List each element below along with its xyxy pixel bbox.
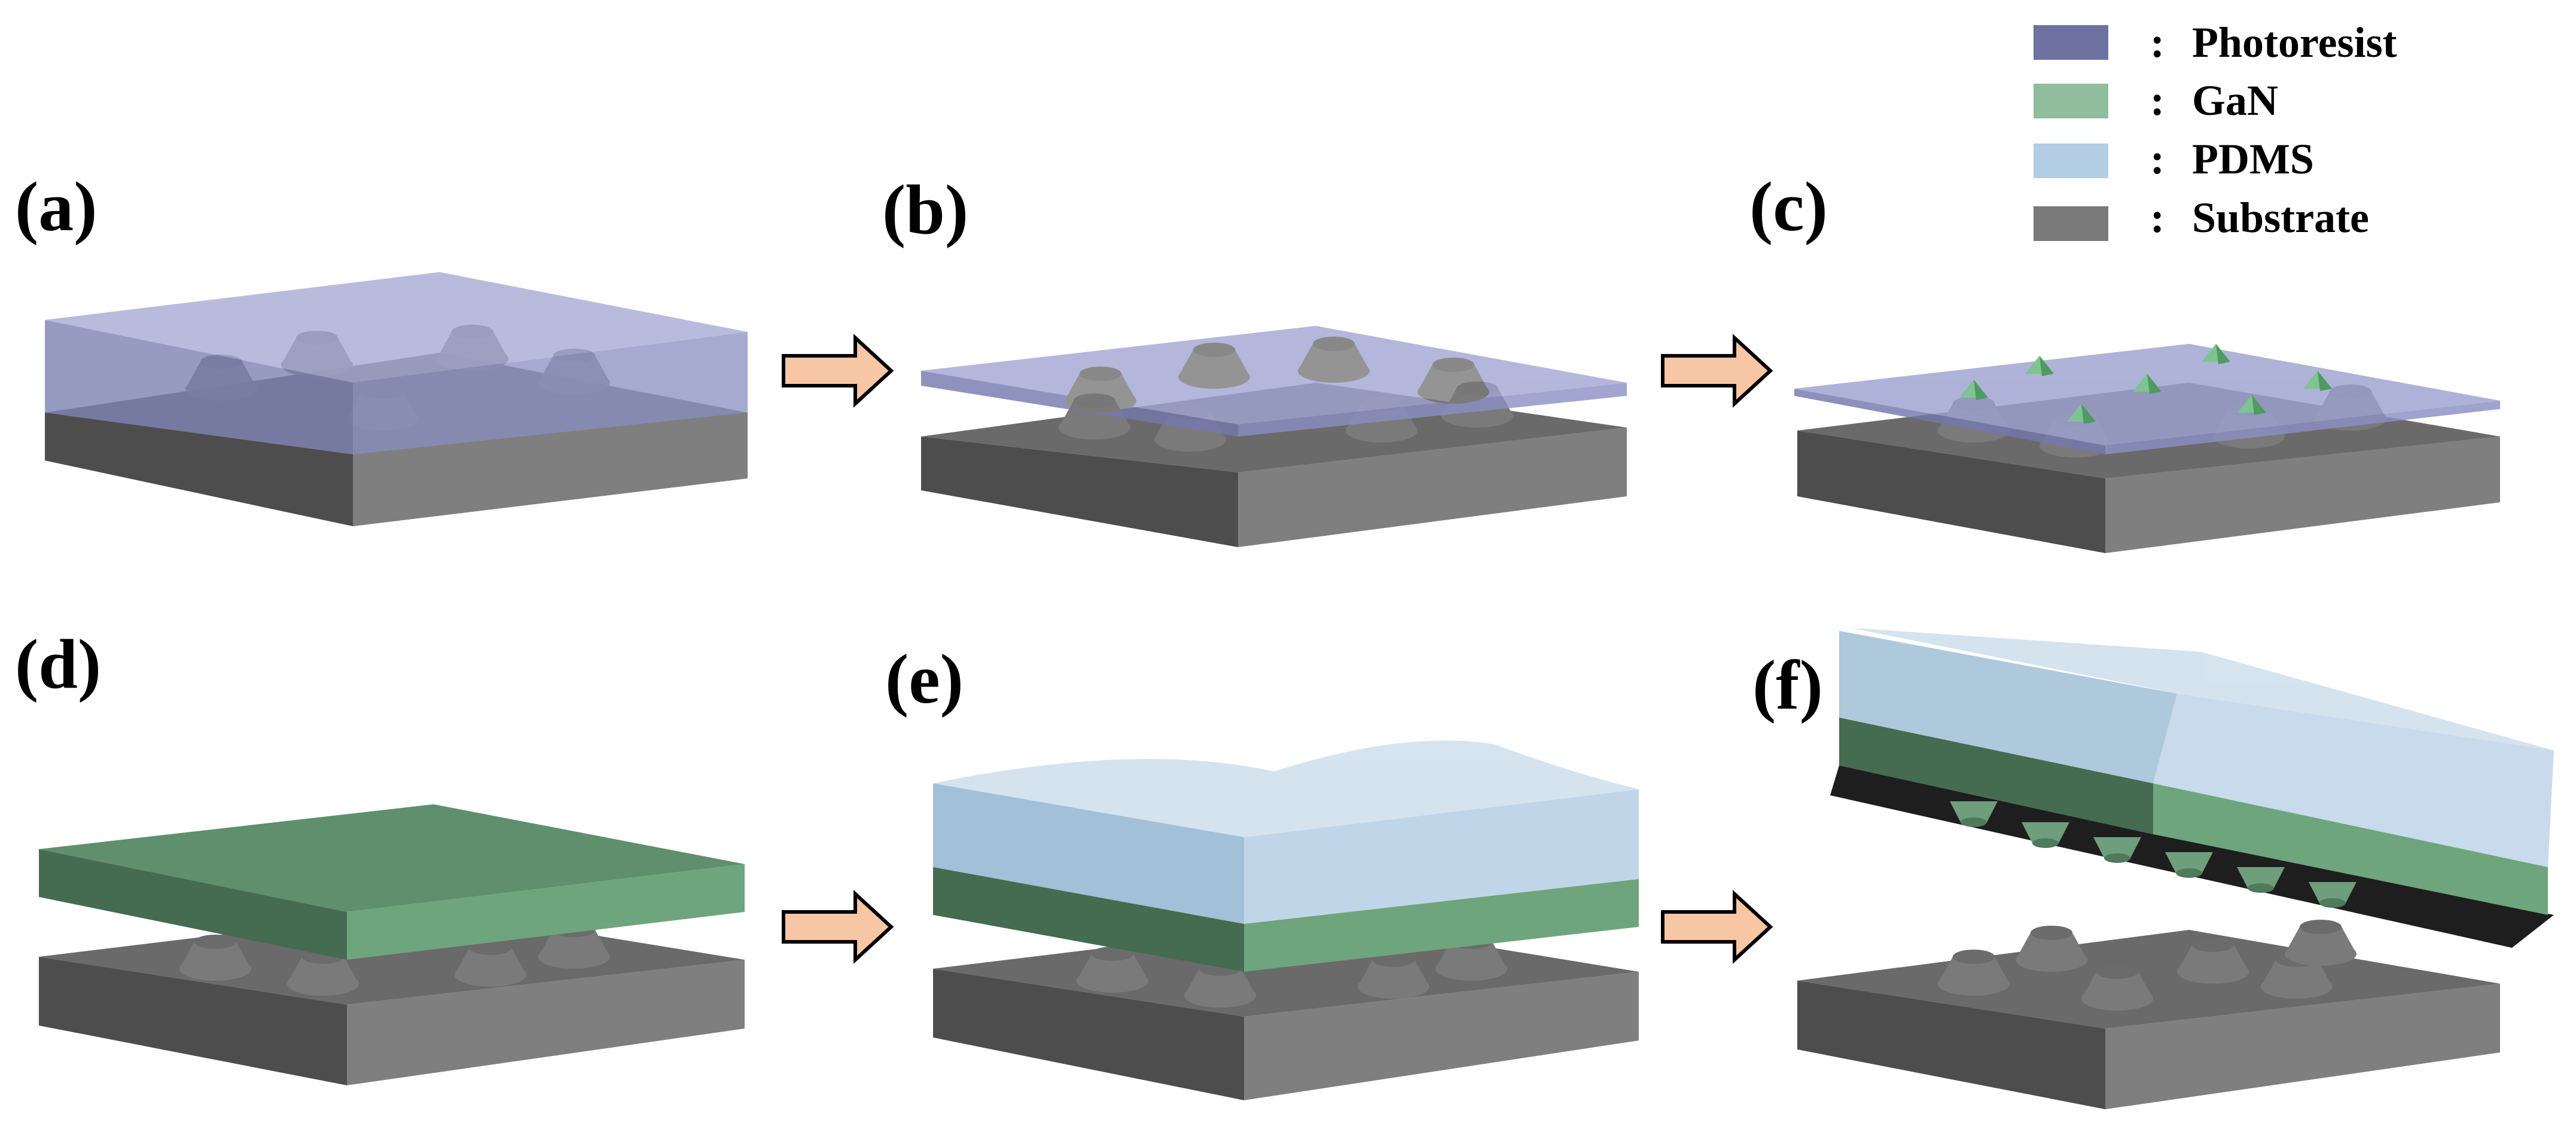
legend-separator: : <box>2150 194 2165 242</box>
arrow-d-to-e <box>782 890 894 964</box>
photoresist-layer <box>921 326 1627 437</box>
panel-b-label: (b) <box>882 170 968 249</box>
substrate <box>1797 930 2500 1109</box>
pdms-layer <box>933 740 1639 924</box>
panel-a: (a) <box>15 167 748 526</box>
panel-d: (d) <box>15 625 745 1085</box>
panel-d-label: (d) <box>15 625 101 703</box>
legend-swatch-photoresist <box>2034 25 2108 60</box>
legend-item-gan: : GaN <box>2034 77 2278 124</box>
arrow-b-to-c <box>1661 334 1773 408</box>
panel-a-label: (a) <box>15 167 97 246</box>
legend-label-pdms: PDMS <box>2192 135 2314 183</box>
gan-layer <box>933 867 1639 972</box>
panel-f: (f) <box>1752 628 2554 1109</box>
photoresist-layer <box>45 272 748 454</box>
arrow-e-to-f <box>1661 890 1773 964</box>
legend-separator: : <box>2150 77 2165 124</box>
legend-label-substrate: Substrate <box>2192 194 2369 242</box>
legend-label-gan: GaN <box>2192 77 2278 124</box>
lifted-stack <box>1830 628 2554 948</box>
panel-f-label: (f) <box>1752 646 1823 724</box>
legend-separator: : <box>2150 135 2165 183</box>
arrow-a-to-b <box>782 334 894 408</box>
panel-e: (e) <box>885 640 1639 1100</box>
legend-separator: : <box>2150 19 2165 66</box>
panel-c-label: (c) <box>1749 167 1828 246</box>
legend-swatch-pdms <box>2034 144 2108 178</box>
panel-e-label: (e) <box>885 640 964 718</box>
panel-b: (b) <box>882 170 1627 547</box>
legend-item-photoresist: : Photoresist <box>2034 19 2397 66</box>
legend-item-substrate: : Substrate <box>2034 194 2369 242</box>
legend-swatch-gan <box>2034 84 2108 118</box>
photoresist-layer <box>1794 344 2500 454</box>
legend: : Photoresist : GaN : PDMS : Substrate <box>2034 19 2397 242</box>
panel-c: (c) <box>1749 167 2500 553</box>
gan-layer <box>39 804 745 960</box>
legend-label-photoresist: Photoresist <box>2192 19 2397 66</box>
legend-item-pdms: : PDMS <box>2034 135 2314 183</box>
legend-swatch-substrate <box>2034 206 2108 241</box>
